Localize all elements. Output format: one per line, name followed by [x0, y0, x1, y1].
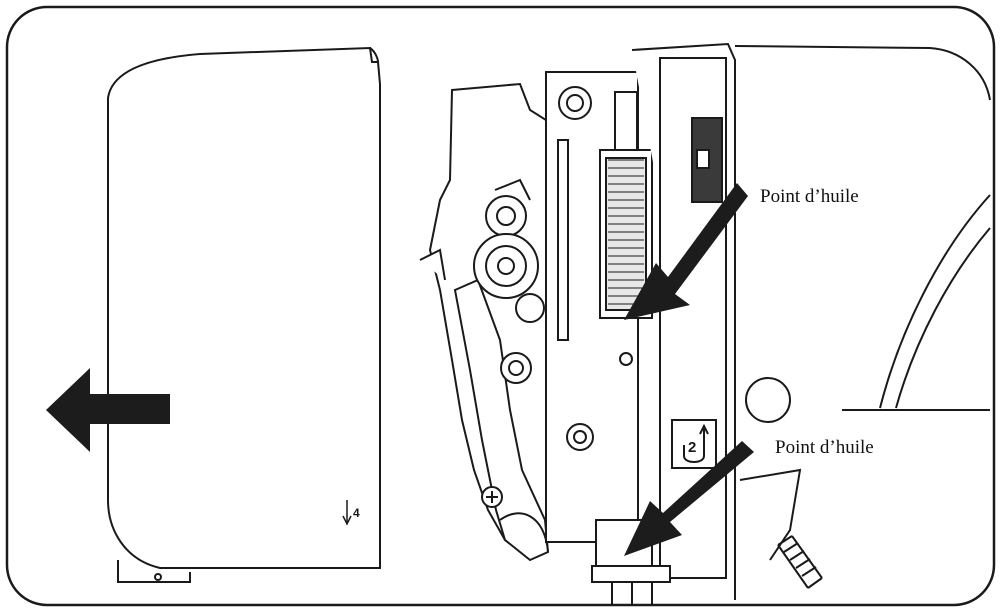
- cover-step-marker: 4: [342, 500, 360, 526]
- bobbin-cover-knob: [745, 377, 791, 423]
- lever-step-number: 2: [688, 439, 696, 456]
- cover-step-number: 4: [353, 506, 360, 520]
- machine-arm-body: [734, 45, 991, 589]
- pointer-arrow-icon: [624, 441, 754, 556]
- oil-point-label-upper: Point d’huile: [760, 186, 859, 207]
- pointer-arrow-icon: [624, 183, 748, 320]
- machine-mechanism: [419, 42, 736, 605]
- oil-point-label-lower: Point d’huile: [775, 437, 874, 458]
- lever-step-marker: 2: [683, 423, 709, 463]
- arrow-left-icon: [46, 368, 170, 452]
- face-cover: [107, 46, 381, 583]
